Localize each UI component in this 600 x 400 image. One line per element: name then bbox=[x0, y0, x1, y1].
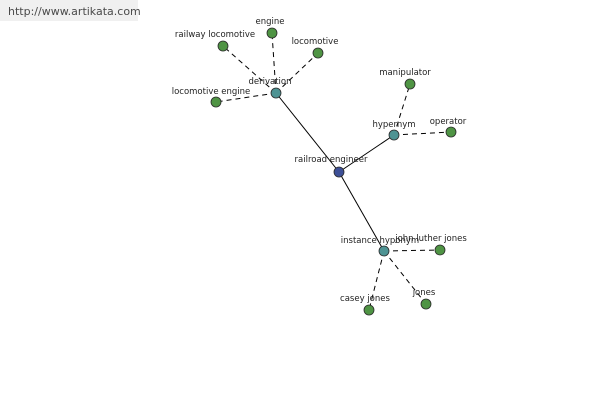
node-label-instance-hyponym: instance hyponym bbox=[341, 236, 419, 246]
edge-railroad-engineer-to-derivation bbox=[275, 92, 340, 173]
node-railway-locomotive[interactable] bbox=[217, 40, 229, 52]
node-john-luther-jones[interactable] bbox=[434, 244, 446, 256]
edge-derivation-to-engine bbox=[271, 32, 277, 94]
edge-layer bbox=[215, 32, 452, 311]
node-instance-hyponym[interactable] bbox=[378, 245, 390, 257]
node-label-manipulator: manipulator bbox=[379, 68, 431, 78]
node-label-derivation: derivation bbox=[248, 77, 291, 87]
node-locomotive[interactable] bbox=[312, 47, 324, 59]
node-label-casey-jones: casey jones bbox=[340, 294, 390, 304]
node-engine[interactable] bbox=[266, 27, 278, 39]
node-layer bbox=[210, 27, 457, 316]
edge-instance-hyponym-to-jones bbox=[383, 250, 427, 305]
node-label-locomotive-engine: locomotive engine bbox=[172, 87, 251, 97]
node-label-railroad-engineer: railroad engineer bbox=[295, 155, 368, 165]
node-railroad-engineer[interactable] bbox=[333, 166, 345, 178]
node-label-operator: operator bbox=[430, 117, 467, 127]
node-label-jones: jones bbox=[412, 288, 436, 298]
node-label-railway-locomotive: railway locomotive bbox=[175, 30, 255, 40]
node-hypernym[interactable] bbox=[388, 129, 400, 141]
node-label-john-luther-jones: john luther jones bbox=[394, 234, 467, 244]
edge-railroad-engineer-to-instance-hyponym bbox=[338, 171, 385, 252]
node-manipulator[interactable] bbox=[404, 78, 416, 90]
edge-instance-hyponym-to-john-luther-jones bbox=[383, 249, 441, 252]
node-label-locomotive: locomotive bbox=[292, 37, 339, 47]
node-casey-jones[interactable] bbox=[363, 304, 375, 316]
label-layer: railroad engineer derivation hypernym insta… bbox=[172, 17, 468, 304]
node-operator[interactable] bbox=[445, 126, 457, 138]
node-label-hypernym: hypernym bbox=[372, 120, 415, 130]
edge-derivation-to-locomotive-engine bbox=[215, 92, 277, 103]
node-locomotive-engine[interactable] bbox=[210, 96, 222, 108]
edge-derivation-to-locomotive bbox=[275, 52, 319, 94]
node-label-engine: engine bbox=[256, 17, 285, 27]
edge-railroad-engineer-to-hypernym bbox=[338, 134, 395, 173]
edge-instance-hyponym-to-casey-jones bbox=[368, 250, 385, 311]
node-derivation[interactable] bbox=[270, 87, 282, 99]
source-url-banner[interactable]: http://www.artikata.com bbox=[0, 0, 141, 21]
node-jones[interactable] bbox=[420, 298, 432, 310]
edge-derivation-to-railway-locomotive bbox=[222, 45, 277, 94]
edge-hypernym-to-operator bbox=[393, 131, 452, 136]
